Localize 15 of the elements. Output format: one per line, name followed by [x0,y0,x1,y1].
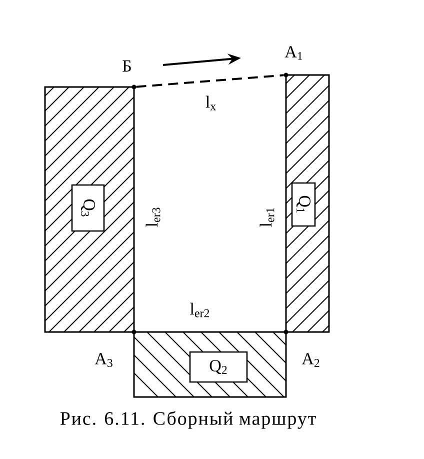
point-label: A$_{3}$ [94,353,112,367]
label-box: Q$_{3}$ [71,184,105,232]
point-label: A$_{1}$ [284,46,302,60]
point-label: Б [122,60,131,72]
figure-caption: Рис. 6.11. Сборный маршрут [60,411,316,429]
segment-label: l$_{er3}$ [146,208,160,227]
dashed-line [136,74,284,88]
edge-label: l$_{x}$ [204,94,218,112]
point-label: A$_{2}$ [302,353,320,367]
label-box: Q$_{1}$ [291,182,316,227]
hatched-area [285,74,330,333]
hatched-area [44,86,135,333]
label-box: Q$_{2}$ [189,351,248,383]
segment-label: l$_{er1}$ [260,208,274,227]
segment-label: l$_{er2}$ [190,302,210,318]
